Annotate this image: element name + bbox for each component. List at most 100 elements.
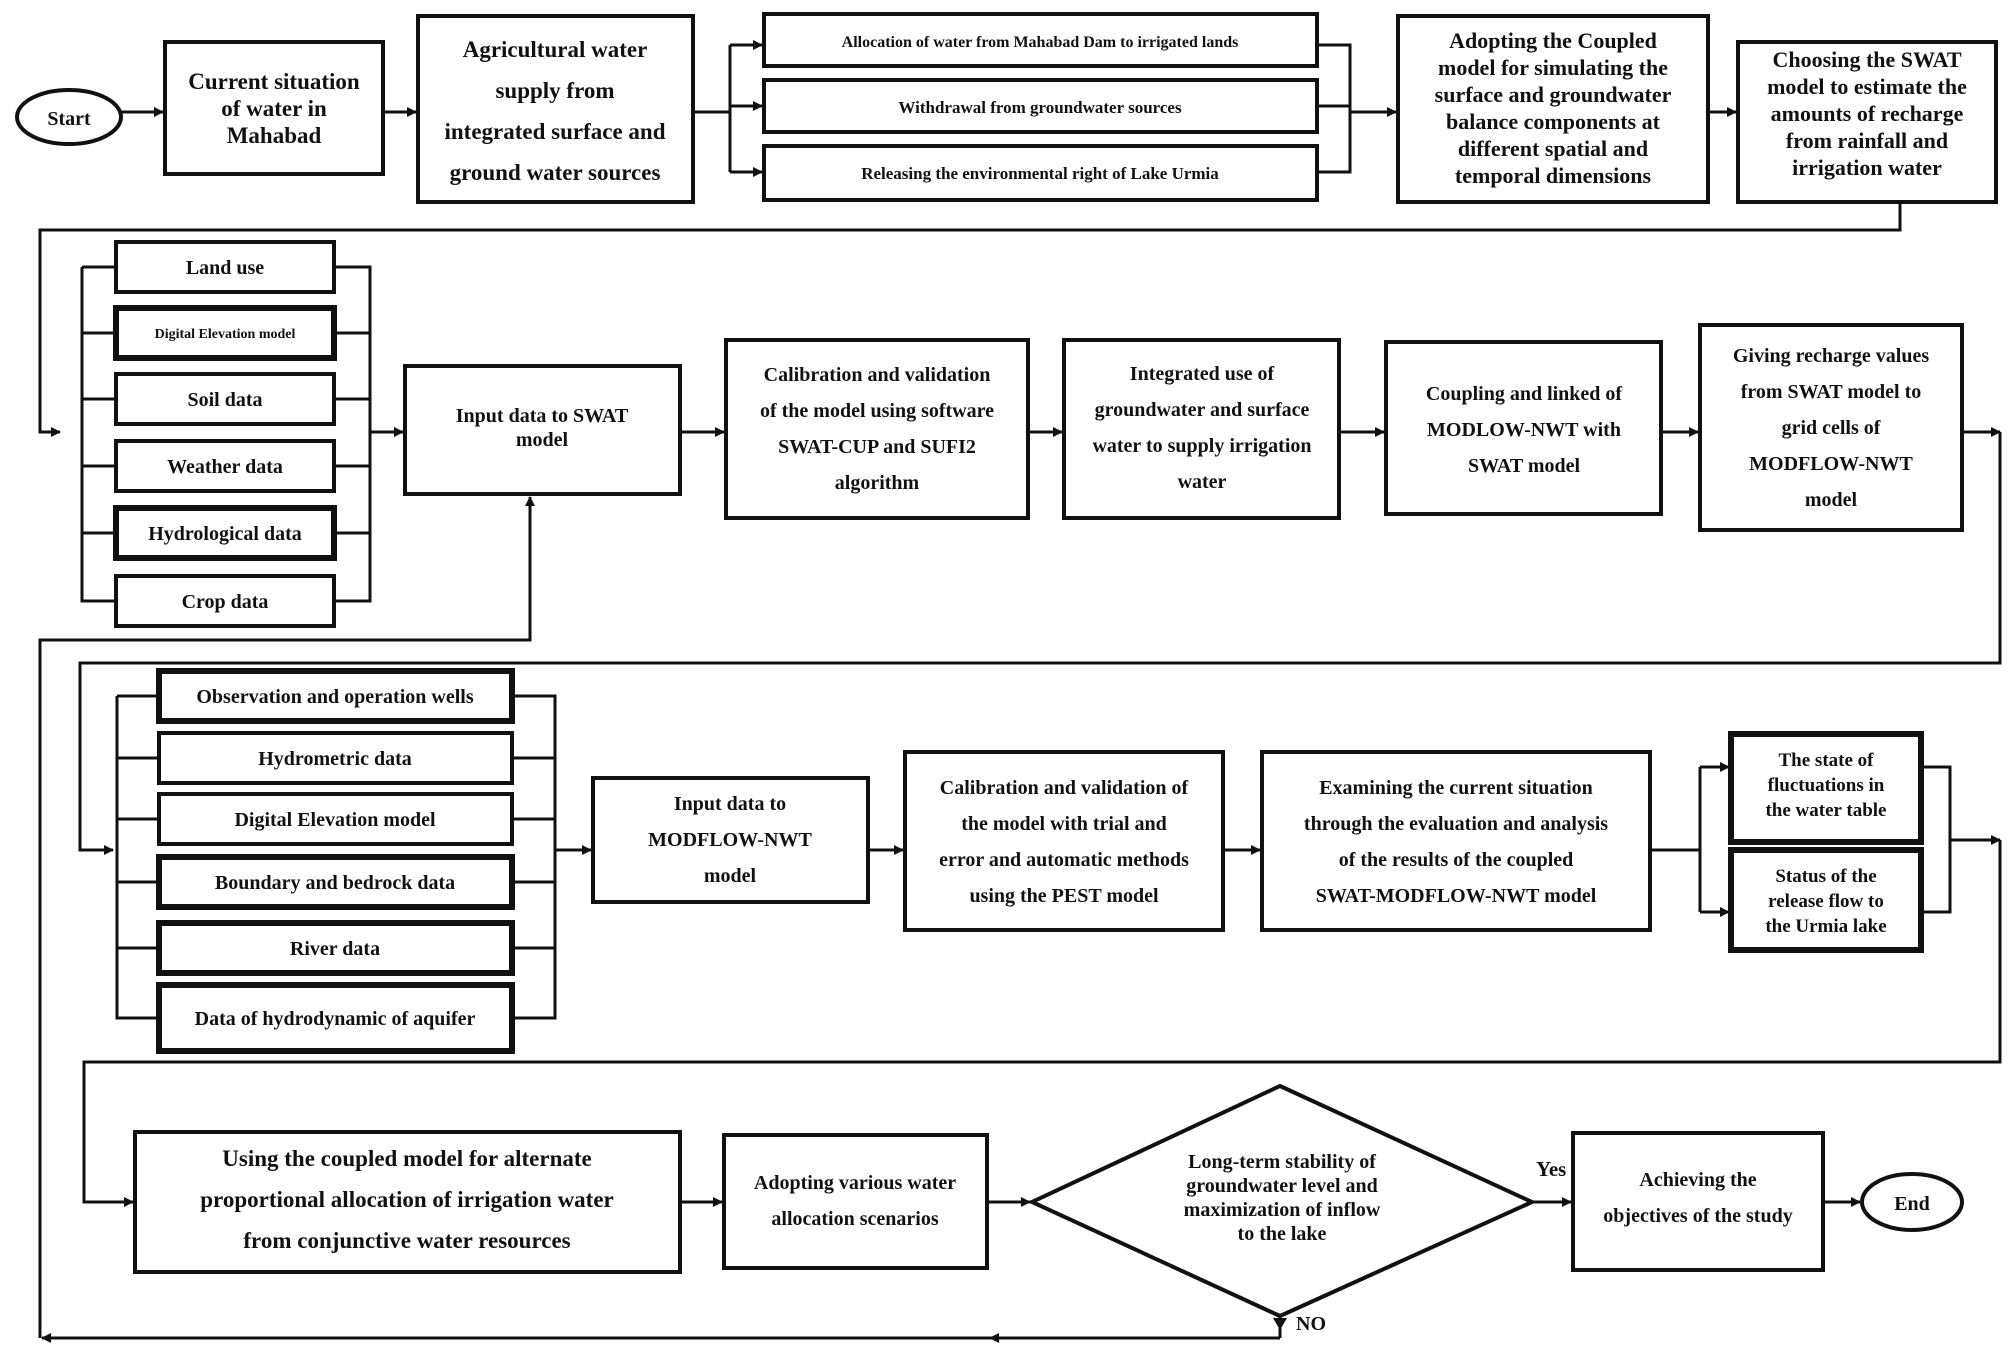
text-line: MODFLOW-NWT	[1749, 453, 1913, 475]
weather-data-box: Weather data	[114, 439, 336, 493]
boundary-bedrock-box: Boundary and bedrock data	[156, 854, 515, 910]
text-line: MODFLOW-NWT	[648, 829, 812, 851]
text-line: Calibration and validation of	[940, 777, 1189, 799]
text-line: the model with trial and	[961, 813, 1167, 835]
using-coupled-box: Using the coupled model for alternate pro…	[133, 1130, 682, 1274]
merge-right-bracket	[1317, 43, 1352, 174]
river-data-label: River data	[290, 938, 380, 960]
crop-data-label: Crop data	[182, 591, 269, 613]
agricultural-supply-box: Agricultural water supply from integrated …	[416, 14, 695, 204]
hydrodynamic-box: Data of hydrodynamic of aquifer	[156, 982, 515, 1054]
text-line: Current situation	[188, 69, 360, 94]
agricultural-supply-label: Agricultural water supply from integrated …	[444, 37, 665, 185]
crop-data-box: Crop data	[114, 574, 336, 628]
dem-swat-label: Digital Elevation model	[155, 327, 296, 342]
withdrawal-groundwater-label: Withdrawal from groundwater sources	[898, 98, 1182, 117]
text-line: model	[704, 865, 757, 887]
soil-data-label: Soil data	[187, 389, 262, 411]
soil-data-box: Soil data	[114, 372, 336, 426]
text-line: SWAT-MODFLOW-NWT model	[1316, 885, 1597, 907]
text-line: Integrated use of	[1130, 363, 1275, 385]
text-line: Choosing the SWAT	[1772, 47, 1961, 72]
text-line: water to supply irrigation	[1092, 435, 1311, 457]
calib-modflow-label: Calibration and validation of the model w…	[939, 777, 1189, 907]
text-line: using the PEST model	[969, 885, 1159, 907]
modflow-inputs-right-bracket	[512, 694, 557, 1020]
text-line: temporal dimensions	[1455, 163, 1652, 188]
text-line: supply from	[495, 78, 614, 103]
text-line: Status of the	[1775, 866, 1876, 887]
text-line: Calibration and validation	[764, 364, 991, 386]
text-line: Giving recharge values	[1733, 345, 1929, 367]
observation-wells-label: Observation and operation wells	[196, 686, 473, 708]
arrow-results-to-row4	[82, 840, 2002, 1207]
text-line: groundwater and surface	[1095, 399, 1310, 421]
text-line: algorithm	[835, 472, 920, 494]
text-line: different spatial and	[1458, 136, 1648, 161]
hydrometric-label: Hydrometric data	[258, 748, 412, 770]
using-coupled-label: Using the coupled model for alternate pro…	[200, 1146, 614, 1253]
text-line: model	[1805, 489, 1858, 511]
text-line: proportional allocation of irrigation wa…	[200, 1187, 614, 1212]
withdrawal-groundwater-box: Withdrawal from groundwater sources	[762, 78, 1319, 134]
text-line: Adopting the Coupled	[1449, 28, 1657, 53]
text-line: release flow to	[1768, 891, 1884, 912]
no-label: NO	[1296, 1313, 1326, 1335]
end-node: End	[1860, 1172, 1964, 1232]
start-label: Start	[47, 108, 91, 130]
observation-wells-box: Observation and operation wells	[156, 668, 515, 724]
dem-modflow-label: Digital Elevation model	[234, 809, 436, 831]
integrated-use-box: Integrated use of groundwater and surface…	[1062, 338, 1341, 520]
calib-modflow-box: Calibration and validation of the model w…	[903, 750, 1225, 932]
arrow-feedback-to-input-swat	[38, 496, 535, 1338]
swat-inputs-right-bracket	[334, 265, 372, 603]
land-use-label: Land use	[186, 257, 264, 279]
text-line: of the results of the coupled	[1339, 849, 1574, 871]
release-flow-box: Status of the release flow to the Urmia la…	[1728, 847, 1924, 953]
text-line: Agricultural water	[463, 37, 648, 62]
text-line: surface and groundwater	[1435, 82, 1672, 107]
text-line: Using the coupled model for alternate	[222, 1146, 591, 1171]
arrow-giving-to-row3	[78, 432, 2002, 855]
integrated-use-label: Integrated use of groundwater and surface…	[1092, 363, 1311, 493]
text-line: amounts of recharge	[1771, 101, 1964, 126]
text-line: maximization of inflow	[1184, 1199, 1381, 1221]
text-line: model to estimate the	[1767, 74, 1967, 99]
release-environmental-label: Releasing the environmental right of Lak…	[861, 164, 1219, 183]
text-line: the Urmia lake	[1765, 916, 1886, 937]
text-line: water	[1178, 471, 1227, 493]
arrow-choose-to-row2	[38, 202, 1902, 437]
text-line: grid cells of	[1782, 417, 1881, 439]
text-line: balance components at	[1446, 109, 1661, 134]
text-line: ground water sources	[450, 160, 661, 185]
text-line: Adopting various water	[754, 1172, 956, 1194]
hydrological-data-box: Hydrological data	[113, 505, 337, 561]
text-line: The state of	[1779, 750, 1875, 771]
release-environmental-box: Releasing the environmental right of Lak…	[762, 144, 1319, 202]
allocation-dam-box: Allocation of water from Mahabad Dam to …	[762, 12, 1319, 68]
modflow-inputs-left-bracket	[115, 694, 159, 1020]
text-line: SWAT model	[1468, 455, 1581, 477]
text-line: Coupling and linked of	[1426, 383, 1623, 405]
river-data-box: River data	[156, 920, 515, 976]
end-label: End	[1894, 1193, 1930, 1215]
dem-modflow-box: Digital Elevation model	[157, 792, 514, 846]
text-line: integrated surface and	[444, 119, 665, 144]
